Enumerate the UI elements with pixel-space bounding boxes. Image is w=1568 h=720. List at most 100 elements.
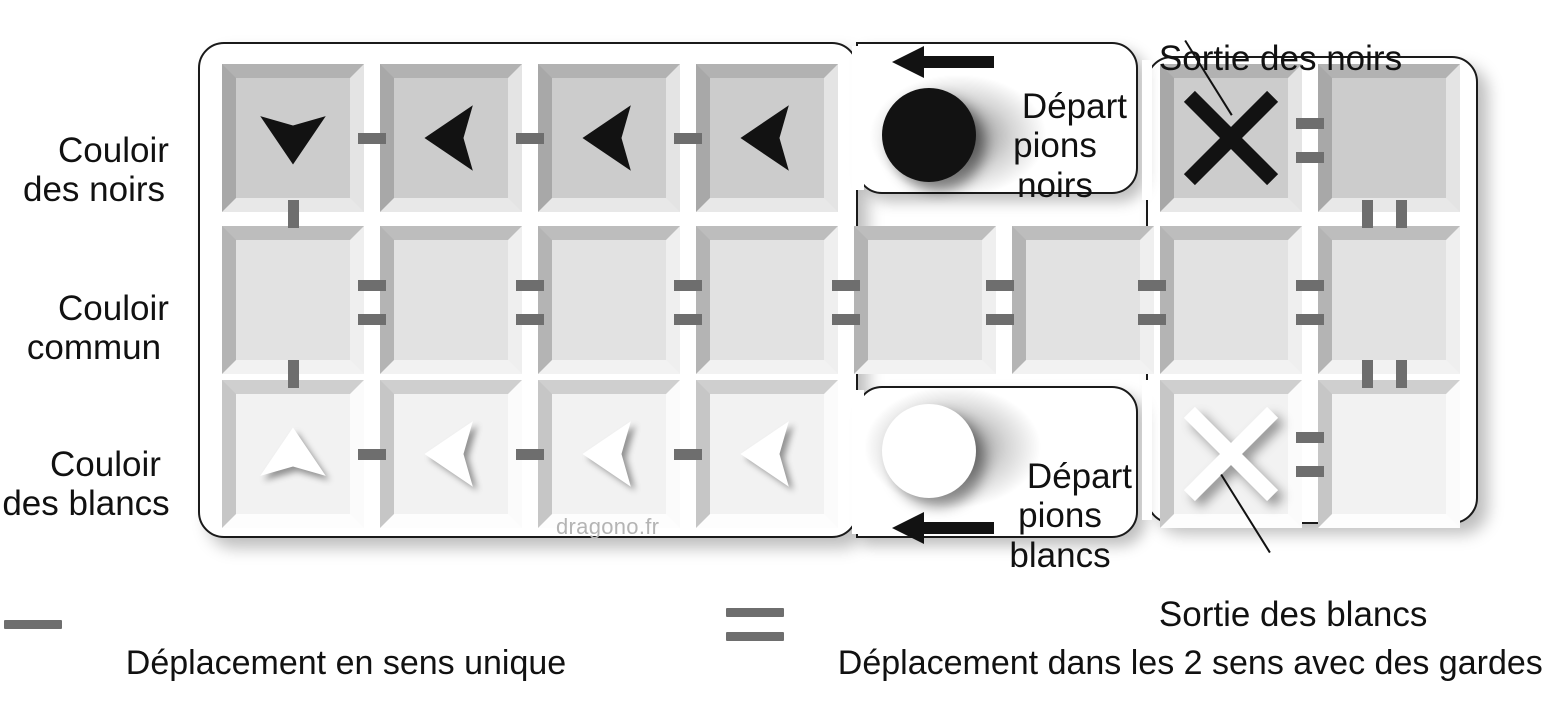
cell-face (236, 240, 350, 360)
arrow-left-icon (538, 380, 680, 528)
cell-face (1026, 240, 1140, 360)
white-exit-callout-text: Sortie des blancs (1158, 595, 1428, 635)
corridor-label-black-text: Couloir des noirs (22, 131, 169, 210)
connector-two-way-guarded (1296, 280, 1324, 291)
arrow-left-icon (696, 64, 838, 212)
connector-two-way-guarded (1138, 314, 1166, 325)
cell-common-3[interactable] (538, 226, 680, 374)
arrow-left-icon (380, 380, 522, 528)
cell-common-1[interactable] (222, 226, 364, 374)
connector-two-way-guarded (986, 314, 1014, 325)
connector-one-way (288, 200, 299, 228)
connector-two-way-guarded (516, 280, 544, 291)
cross-white-icon (1160, 380, 1302, 528)
cell-black-exit[interactable] (1160, 64, 1302, 212)
white-start-label: Départ pions blancs (980, 418, 1140, 614)
corridor-label-white: Couloir des blancs (0, 406, 180, 563)
cell-face (1174, 240, 1288, 360)
weld-black (852, 46, 864, 190)
connector-two-way-guarded (986, 280, 1014, 291)
weld-right-top (1142, 60, 1152, 200)
cell-black-4[interactable] (696, 64, 838, 212)
cell-common-7[interactable] (1160, 226, 1302, 374)
arrow-left-icon (380, 64, 522, 212)
weld-white (852, 390, 864, 534)
cell-white-6[interactable] (1318, 380, 1460, 528)
cell-black-6[interactable] (1318, 64, 1460, 212)
connector-two-way-guarded (1396, 360, 1407, 388)
arrow-left-icon (696, 380, 838, 528)
cell-common-2[interactable] (380, 226, 522, 374)
connector-two-way-guarded (1296, 314, 1324, 325)
connector-one-way (288, 360, 299, 388)
black-entry-arrow-icon (890, 42, 996, 87)
cell-white-2[interactable] (380, 380, 522, 528)
white-pawn (882, 404, 976, 498)
connector-one-way (516, 449, 544, 460)
black-start-label: Départ pions noirs (980, 48, 1130, 244)
cell-black-1[interactable] (222, 64, 364, 212)
connector-two-way-guarded (1396, 200, 1407, 228)
connector-two-way-guarded (832, 314, 860, 325)
arrow-left-icon (538, 64, 680, 212)
connector-two-way-guarded (1296, 118, 1324, 129)
connector-two-way-guarded (1138, 280, 1166, 291)
legend-two-way: Déplacement dans les 2 sens avec des gar… (800, 606, 1543, 720)
cell-face (394, 240, 508, 360)
cell-black-3[interactable] (538, 64, 680, 212)
cell-face (1332, 240, 1446, 360)
connector-two-way-guarded (1296, 152, 1324, 163)
legend-two-way-text: Déplacement dans les 2 sens avec des gar… (837, 644, 1543, 683)
connector-one-way (674, 449, 702, 460)
corridor-label-common: Couloir commun (0, 250, 188, 407)
arrow-up-icon (222, 380, 364, 528)
cell-common-4[interactable] (696, 226, 838, 374)
watermark-text: dragono.fr (556, 514, 660, 539)
cell-white-1[interactable] (222, 380, 364, 528)
connector-one-way (674, 133, 702, 144)
cell-face (1332, 394, 1446, 514)
black-pawn (882, 88, 976, 182)
connector-two-way-guarded (1362, 360, 1373, 388)
connector-two-way-guarded (358, 314, 386, 325)
cross-black-icon (1160, 64, 1302, 212)
black-exit-callout: Sortie des noirs (1120, 0, 1402, 118)
connector-two-way-guarded (1362, 200, 1373, 228)
connector-two-way-guarded (516, 314, 544, 325)
connector-one-way (516, 133, 544, 144)
cell-common-8[interactable] (1318, 226, 1460, 374)
connector-two-way-guarded (1296, 432, 1324, 443)
white-entry-arrow-icon (890, 508, 996, 553)
white-exit-callout: Sortie des blancs (1120, 556, 1427, 674)
cell-white-exit[interactable] (1160, 380, 1302, 528)
cell-face (552, 240, 666, 360)
cell-face (868, 240, 982, 360)
legend-one-way-text: Déplacement en sens unique (125, 644, 567, 683)
cell-common-5[interactable] (854, 226, 996, 374)
legend-one-way: Déplacement en sens unique (88, 606, 566, 720)
cell-white-4[interactable] (696, 380, 838, 528)
legend-swatch-two-way-top (726, 608, 784, 617)
cell-face (1332, 78, 1446, 198)
board-diagram: Couloir des noirs Couloir commun Couloir… (0, 0, 1542, 682)
cell-black-2[interactable] (380, 64, 522, 212)
connector-two-way-guarded (358, 280, 386, 291)
white-start-label-text: Départ pions blancs (1009, 457, 1132, 575)
cell-white-3[interactable] (538, 380, 680, 528)
legend-swatch-one-way (4, 620, 62, 629)
connector-one-way (358, 133, 386, 144)
watermark: dragono.fr (556, 514, 659, 540)
weld-right-bottom (1142, 380, 1152, 520)
connector-two-way-guarded (1296, 466, 1324, 477)
corridor-label-white-text: Couloir des blancs (2, 445, 170, 524)
arrow-down-icon (222, 64, 364, 212)
connector-two-way-guarded (674, 314, 702, 325)
black-start-label-text: Départ pions noirs (1013, 87, 1127, 205)
connector-one-way (358, 449, 386, 460)
corridor-label-common-text: Couloir commun (26, 289, 169, 368)
cell-face (710, 240, 824, 360)
cell-common-6[interactable] (1012, 226, 1154, 374)
connector-two-way-guarded (832, 280, 860, 291)
corridor-label-black: Couloir des noirs (0, 92, 188, 249)
legend-swatch-two-way-bottom (726, 632, 784, 641)
